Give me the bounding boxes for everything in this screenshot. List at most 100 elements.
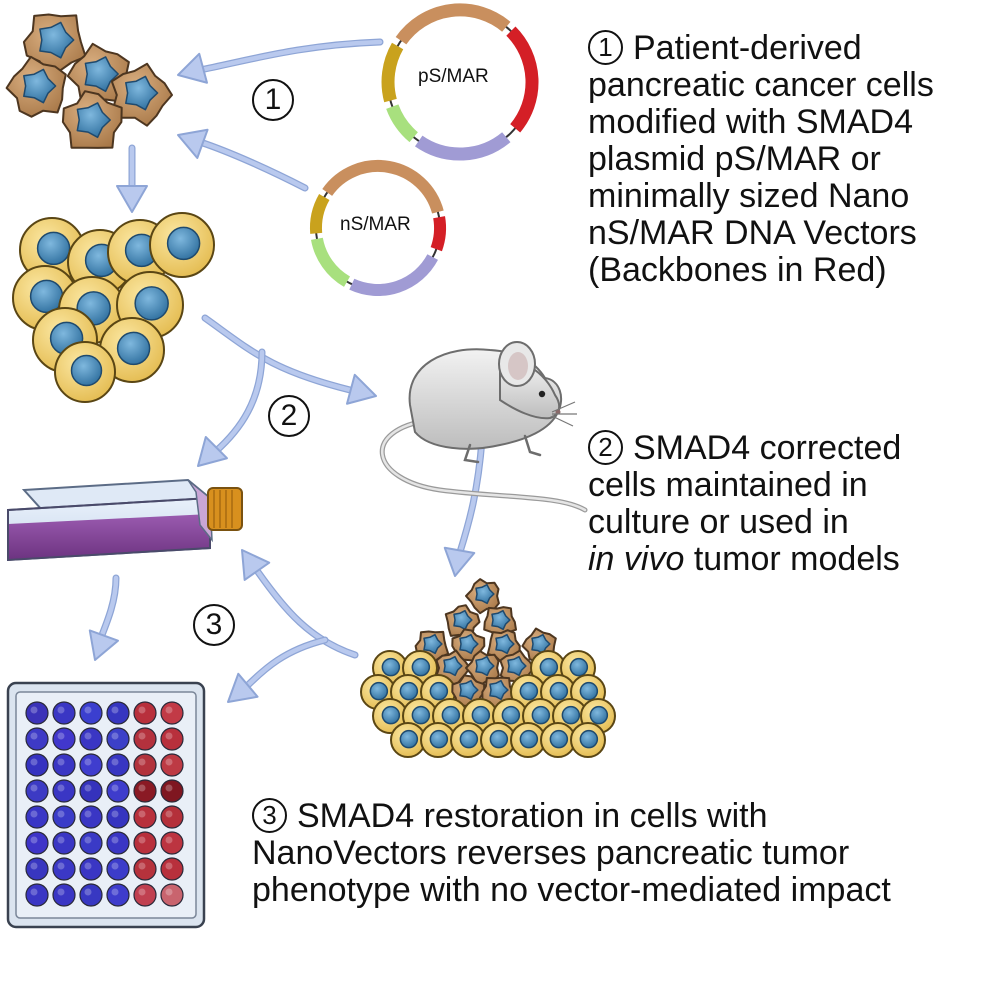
caption-2-line-4: in vivo tumor models bbox=[588, 541, 901, 578]
plate-well bbox=[25, 753, 49, 777]
plate-well bbox=[106, 883, 130, 907]
process-arrows bbox=[88, 38, 486, 703]
pS-MAR-label: pS/MAR bbox=[418, 66, 489, 87]
cell-nucleus bbox=[579, 681, 599, 701]
plasmid-backbone bbox=[506, 26, 539, 133]
cell-nucleus bbox=[411, 705, 431, 725]
cell-nucleus bbox=[471, 705, 491, 725]
cell-nucleus bbox=[443, 655, 463, 677]
plate-well bbox=[79, 857, 103, 881]
plate-well bbox=[79, 727, 103, 751]
plate-well bbox=[133, 883, 157, 907]
cell-nucleus bbox=[399, 681, 419, 701]
cell-nucleus bbox=[501, 705, 521, 725]
modified-cancer-cells bbox=[12, 212, 215, 403]
plate-well bbox=[25, 727, 49, 751]
cell-nucleus bbox=[36, 231, 71, 266]
plasmid-segment bbox=[386, 104, 419, 143]
plate-well bbox=[52, 857, 76, 881]
nS-MAR-label: nS/MAR bbox=[340, 214, 411, 235]
mouse-icon bbox=[380, 341, 588, 513]
plate-well bbox=[25, 831, 49, 855]
cell-nucleus bbox=[166, 226, 201, 261]
cell-nucleus bbox=[381, 657, 401, 677]
plate-well bbox=[106, 701, 130, 725]
culture-flask-icon bbox=[7, 478, 243, 562]
plate-well bbox=[52, 779, 76, 803]
plate-well bbox=[52, 805, 76, 829]
step-badge-3: 3 bbox=[193, 604, 235, 646]
cell-nucleus bbox=[579, 729, 599, 749]
cell-nucleus bbox=[531, 705, 551, 725]
arrow-flask-to-plate-head bbox=[88, 629, 119, 661]
plasmid-segment bbox=[310, 237, 351, 287]
plate-well bbox=[160, 857, 184, 881]
cell-nucleus bbox=[561, 705, 581, 725]
plasmid-segment bbox=[414, 132, 511, 161]
plate-well bbox=[106, 727, 130, 751]
cell-nucleus bbox=[549, 681, 569, 701]
plate-well bbox=[25, 779, 49, 803]
cell-nucleus bbox=[475, 655, 495, 677]
plate-well bbox=[160, 883, 184, 907]
plate-well bbox=[133, 727, 157, 751]
cell-nucleus bbox=[491, 609, 511, 631]
plate-well bbox=[79, 805, 103, 829]
plate-well bbox=[106, 779, 130, 803]
cell-nucleus bbox=[399, 729, 419, 749]
caption-1-line-7: (Backbones in Red) bbox=[588, 251, 887, 289]
plate-well bbox=[52, 831, 76, 855]
caption-2-italic: in vivo bbox=[588, 540, 685, 578]
cell-nucleus bbox=[39, 21, 75, 59]
plate-well bbox=[160, 831, 184, 855]
plate-well bbox=[25, 857, 49, 881]
plate-well bbox=[52, 701, 76, 725]
cell-nucleus bbox=[519, 681, 539, 701]
cell-nucleus bbox=[429, 729, 449, 749]
plate-well bbox=[133, 779, 157, 803]
plate-well bbox=[133, 857, 157, 881]
cell-nucleus bbox=[423, 633, 443, 655]
cell-nucleus bbox=[453, 609, 473, 631]
plate-well bbox=[79, 883, 103, 907]
plate-well bbox=[133, 831, 157, 855]
arrow-nSMAR-to-cells-head bbox=[177, 128, 209, 159]
plasmid-backbone bbox=[430, 216, 447, 252]
caption-1-line-5: minimally sized Nano bbox=[588, 177, 910, 215]
step-badge-2: 2 bbox=[268, 395, 310, 437]
plate-well bbox=[79, 779, 103, 803]
caption-1-line-4: plasmid pS/MAR or bbox=[588, 140, 881, 178]
cell-nucleus bbox=[116, 331, 151, 366]
arrow-tumor-to-plate bbox=[241, 636, 329, 692]
plate-well bbox=[106, 831, 130, 855]
caption-1-line-3: modified with SMAD4 bbox=[588, 103, 914, 141]
cell-nucleus bbox=[475, 583, 495, 605]
patient-derived-cancer-cells bbox=[5, 13, 173, 149]
plate-well bbox=[133, 753, 157, 777]
caption-3-line-3: phenotype with no vector-mediated impact bbox=[252, 871, 891, 909]
nS-MAR-plasmid-icon bbox=[309, 159, 447, 296]
caption-2-line-2: cells maintained in bbox=[588, 466, 868, 504]
plate-well bbox=[52, 727, 76, 751]
cell-nucleus bbox=[495, 633, 515, 655]
plate-well bbox=[133, 805, 157, 829]
plate-well bbox=[160, 753, 184, 777]
arrow-pSMAR-to-cells-head bbox=[177, 52, 208, 84]
cell-nucleus bbox=[381, 705, 401, 725]
plasmid-segment bbox=[395, 3, 511, 45]
plasmid-segment bbox=[381, 42, 404, 103]
cell-nucleus bbox=[507, 655, 527, 677]
arrow-modified-to-mouse-head bbox=[346, 373, 377, 405]
caption-number-2: 2 bbox=[588, 430, 623, 465]
cell-nucleus bbox=[589, 705, 609, 725]
cell-nucleus bbox=[539, 657, 559, 677]
cell-nucleus bbox=[569, 657, 589, 677]
caption-1-line-2: pancreatic cancer cells bbox=[588, 66, 934, 104]
caption-2-line-3: culture or used in bbox=[588, 503, 849, 541]
cell-nucleus bbox=[459, 633, 479, 655]
plate-well bbox=[25, 883, 49, 907]
